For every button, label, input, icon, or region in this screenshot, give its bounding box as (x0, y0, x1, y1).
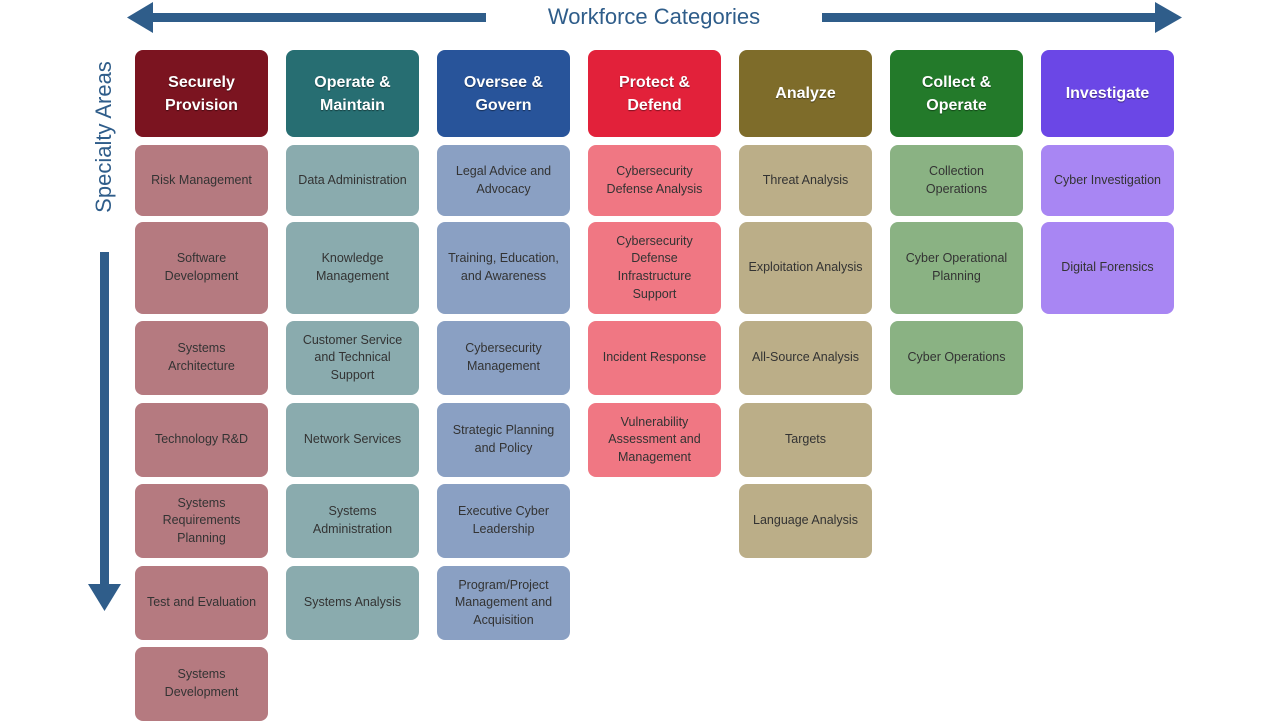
specialty-area-risk-management: Risk Management (135, 145, 268, 216)
specialty-area-test-and-evaluation: Test and Evaluation (135, 566, 268, 640)
specialty-area-cybersecurity-defense-analysis: Cybersecurity Defense Analysis (588, 145, 721, 216)
specialty-area-cyber-operational-planning: Cyber Operational Planning (890, 222, 1023, 314)
specialty-area-strategic-planning-and-policy: Strategic Planning and Policy (437, 403, 570, 477)
specialty-area-systems-analysis: Systems Analysis (286, 566, 419, 640)
category-header-collect-and-operate: Collect & Operate (890, 50, 1023, 137)
specialty-area-network-services: Network Services (286, 403, 419, 477)
category-header-operate-and-maintain: Operate & Maintain (286, 50, 419, 137)
specialty-area-data-administration: Data Administration (286, 145, 419, 216)
workforce-categories-label: Workforce Categories (547, 4, 761, 29)
specialty-area-all-source-analysis: All-Source Analysis (739, 321, 872, 395)
specialty-area-exploitation-analysis: Exploitation Analysis (739, 222, 872, 314)
specialty-area-cyber-investigation: Cyber Investigation (1041, 145, 1174, 216)
down-arrow (88, 252, 121, 611)
specialty-area-targets: Targets (739, 403, 872, 477)
specialty-area-knowledge-management: Knowledge Management (286, 222, 419, 314)
category-header-analyze: Analyze (739, 50, 872, 137)
category-header-investigate: Investigate (1041, 50, 1174, 137)
specialty-area-digital-forensics: Digital Forensics (1041, 222, 1174, 314)
specialty-area-program-project-management-and-acquisition: Program/Project Management and Acquisiti… (437, 566, 570, 640)
specialty-area-systems-administration: Systems Administration (286, 484, 419, 558)
specialty-area-executive-cyber-leadership: Executive Cyber Leadership (437, 484, 570, 558)
specialty-area-customer-service-and-technical-support: Customer Service and Technical Support (286, 321, 419, 395)
specialty-area-threat-analysis: Threat Analysis (739, 145, 872, 216)
specialty-area-cybersecurity-management: Cybersecurity Management (437, 321, 570, 395)
specialty-area-incident-response: Incident Response (588, 321, 721, 395)
specialty-area-systems-architecture: Systems Architecture (135, 321, 268, 395)
specialty-area-language-analysis: Language Analysis (739, 484, 872, 558)
specialty-area-technology-randd: Technology R&D (135, 403, 268, 477)
category-header-securely-provision: Securely Provision (135, 50, 268, 137)
specialty-area-software-development: Software Development (135, 222, 268, 314)
specialty-area-cyber-operations: Cyber Operations (890, 321, 1023, 395)
specialty-area-cybersecurity-defense-infrastructure-support: Cybersecurity Defense Infrastructure Sup… (588, 222, 721, 314)
specialty-area-collection-operations: Collection Operations (890, 145, 1023, 216)
specialty-area-training-education-and-awareness: Training, Education, and Awareness (437, 222, 570, 314)
category-header-protect-and-defend: Protect & Defend (588, 50, 721, 137)
specialty-area-legal-advice-and-advocacy: Legal Advice and Advocacy (437, 145, 570, 216)
specialty-area-systems-development: Systems Development (135, 647, 268, 721)
specialty-area-systems-requirements-planning: Systems Requirements Planning (135, 484, 268, 558)
category-header-oversee-and-govern: Oversee & Govern (437, 50, 570, 137)
specialty-areas-label: Specialty Areas (91, 61, 116, 213)
right-arrow (822, 2, 1182, 33)
left-arrow (127, 2, 486, 33)
specialty-area-vulnerability-assessment-and-management: Vulnerability Assessment and Management (588, 403, 721, 477)
